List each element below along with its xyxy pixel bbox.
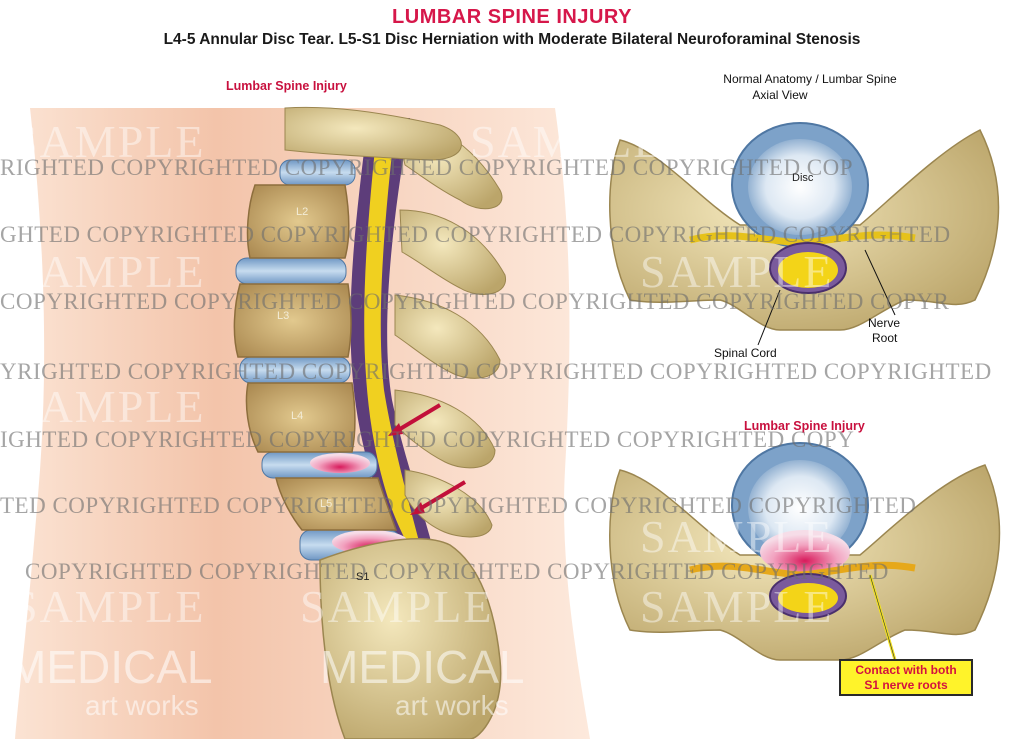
copyright-watermark-row: RIGHTED COPYRIGHTED COPYRIGHTED COPYRIGH… bbox=[0, 155, 854, 180]
copyright-watermark-row: GHTED COPYRIGHTED COPYRIGHTED COPYRIGHTE… bbox=[0, 222, 951, 247]
brand-watermark-sub: art works bbox=[395, 690, 509, 721]
sample-watermark: SAMPLE bbox=[640, 511, 834, 562]
vertebra-label: L2 bbox=[296, 206, 309, 218]
copyright-watermark-row: IGHTED COPYRIGHTED COPYRIGHTED COPYRIGHT… bbox=[0, 427, 855, 452]
sample-watermark: SAMPLE bbox=[470, 116, 664, 167]
nerve-root-label: Root bbox=[872, 331, 898, 345]
brand-watermark-sub: art works bbox=[85, 690, 199, 721]
copyright-watermark-row: COPYRIGHTED COPYRIGHTED COPYRIGHTED COPY… bbox=[0, 289, 950, 314]
sagittal-view-label: Lumbar Spine Injury bbox=[226, 79, 347, 93]
vertebral-bodies bbox=[233, 184, 398, 531]
axial-injury-view bbox=[609, 442, 1001, 661]
sample-watermark: SAMPLE bbox=[300, 581, 494, 632]
disc-label: Disc bbox=[792, 172, 814, 184]
axial-injury-label: Lumbar Spine Injury bbox=[744, 419, 865, 433]
vertebra-label: L4 bbox=[291, 410, 304, 422]
nerve-root-label: Nerve bbox=[868, 316, 901, 330]
injury-arrows bbox=[388, 403, 467, 515]
vertebra-label: S1 bbox=[356, 571, 370, 583]
axial-normal-view bbox=[609, 122, 1000, 346]
vertebra-label: L5 bbox=[320, 498, 333, 510]
copyright-watermark-row: COPYRIGHTED COPYRIGHTED COPYRIGHTED COPY… bbox=[25, 559, 889, 584]
spinous-processes bbox=[394, 119, 506, 538]
sample-watermark: SAMPLE bbox=[640, 246, 834, 297]
sample-watermark: SAMPLE bbox=[12, 116, 206, 167]
page-title: LUMBAR SPINE INJURY bbox=[392, 6, 632, 28]
spinal-cord-label: Spinal Cord bbox=[714, 346, 777, 360]
callout-line: Contact with both bbox=[855, 663, 957, 677]
sample-watermark: SAMPLE bbox=[640, 581, 834, 632]
brand-watermark: MEDICAL bbox=[8, 641, 213, 693]
page-subtitle: L4-5 Annular Disc Tear. L5-S1 Disc Herni… bbox=[163, 31, 861, 48]
spinal-cord bbox=[364, 118, 420, 545]
sample-watermark: SAMPLE bbox=[12, 246, 206, 297]
annular-tear bbox=[310, 453, 370, 473]
callout-line: S1 nerve roots bbox=[864, 678, 948, 692]
copyright-watermark-row: TED COPYRIGHTED COPYRIGHTED COPYRIGHTED … bbox=[0, 493, 917, 518]
sample-watermark: SAMPLE bbox=[12, 381, 206, 432]
callout-box: Contact with both S1 nerve roots bbox=[839, 659, 973, 696]
copyright-watermark-row: YRIGHTED COPYRIGHTED COPYRIGHTED COPYRIG… bbox=[0, 359, 992, 384]
axial-view-title: Normal Anatomy / Lumbar Spine bbox=[723, 72, 897, 86]
brand-watermark: MEDICAL bbox=[320, 641, 525, 693]
axial-view-subtitle: Axial View bbox=[752, 88, 808, 102]
top-vertebra bbox=[284, 106, 462, 161]
sacrum bbox=[319, 538, 502, 739]
sample-watermark: SAMPLE bbox=[12, 581, 206, 632]
vertebra-label: L3 bbox=[277, 310, 290, 322]
